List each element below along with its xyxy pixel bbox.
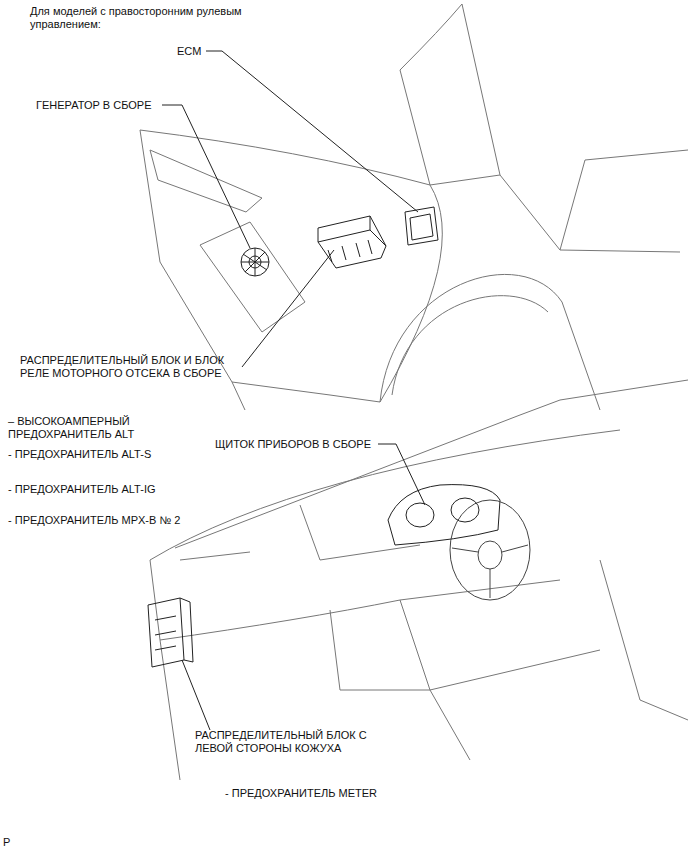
- vehicle-body: [140, 4, 688, 410]
- leader-line: [162, 51, 418, 367]
- fuse-name: - ПРЕДОХРАНИТЕЛЬ MPX-B № 2: [8, 514, 208, 527]
- part-name: ЩИТОК ПРИБОРОВ В СБОРЕ: [215, 438, 385, 451]
- ecm-part: [405, 207, 438, 245]
- note-text: Для моделей с правосторонним рулевым упр…: [30, 5, 280, 31]
- part-name: РАСПРЕДЕЛИТЕЛЬНЫЙ БЛОК И БЛОК РЕЛЕ МОТОР…: [20, 354, 245, 380]
- part-name: ECM: [177, 45, 237, 58]
- interior-outline: [150, 380, 688, 780]
- leader-line: [182, 444, 425, 730]
- fuse-name: - ПРЕДОХРАНИТЕЛЬ METER: [225, 787, 425, 800]
- fuse-box-part: [318, 216, 386, 268]
- instrument-cluster-part: [388, 485, 500, 545]
- part-name: РАСПРЕДЕЛИТЕЛЬНЫЙ БЛОК С ЛЕВОЙ СТОРОНЫ К…: [195, 729, 375, 755]
- part-name: ГЕНЕРАТОР В СБОРЕ: [36, 99, 196, 112]
- fuse-name: – ВЫСОКОАМПЕРНЫЙ ПРЕДОХРАНИТЕЛЬ ALT: [8, 415, 158, 441]
- fuse-name: - ПРЕДОХРАНИТЕЛЬ ALT-S: [8, 448, 198, 461]
- steering-wheel: [450, 500, 530, 600]
- junction-block-part: [148, 598, 193, 667]
- alternator-part: [241, 248, 269, 276]
- fuse-name: - ПРЕДОХРАНИТЕЛЬ ALT-IG: [8, 483, 198, 496]
- page-mark: P: [3, 836, 23, 849]
